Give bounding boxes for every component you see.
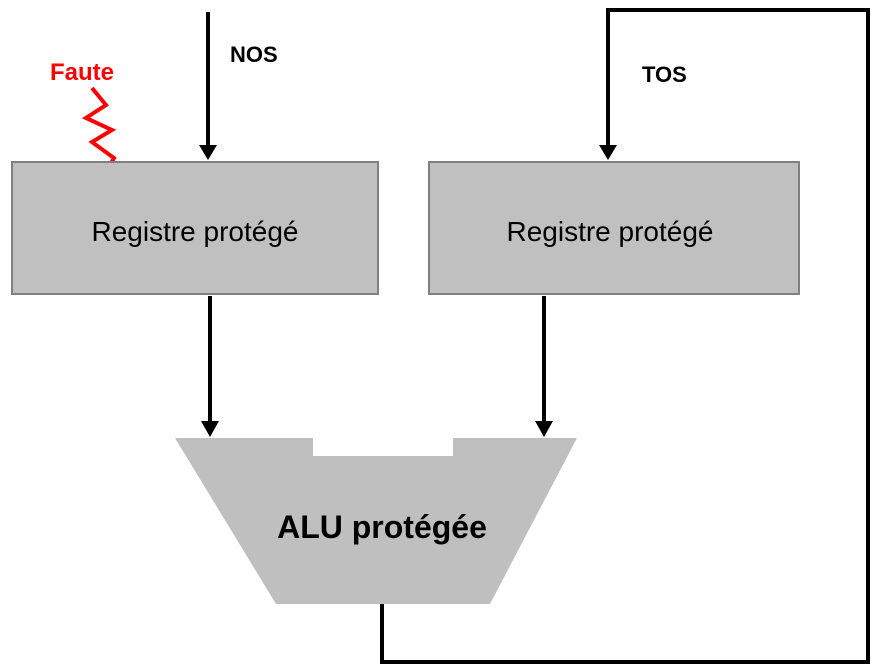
- register-left-box: [11, 161, 379, 295]
- left-register-to-alu-arrow: [201, 296, 219, 437]
- register-right-label: Registre protégé: [506, 216, 713, 247]
- nos-input-arrow: [199, 12, 217, 160]
- right-register-to-alu-arrow: [535, 296, 553, 437]
- register-left-label: Registre protégé: [91, 216, 298, 247]
- register-right-box: [428, 161, 800, 295]
- nos-label: NOS: [230, 42, 278, 67]
- tos-feedback-wire: [380, 8, 870, 664]
- alu-label: ALU protégée: [277, 509, 487, 545]
- fault-label: Faute: [50, 59, 114, 86]
- tos-label: TOS: [642, 62, 687, 87]
- alu-shape: [175, 438, 577, 604]
